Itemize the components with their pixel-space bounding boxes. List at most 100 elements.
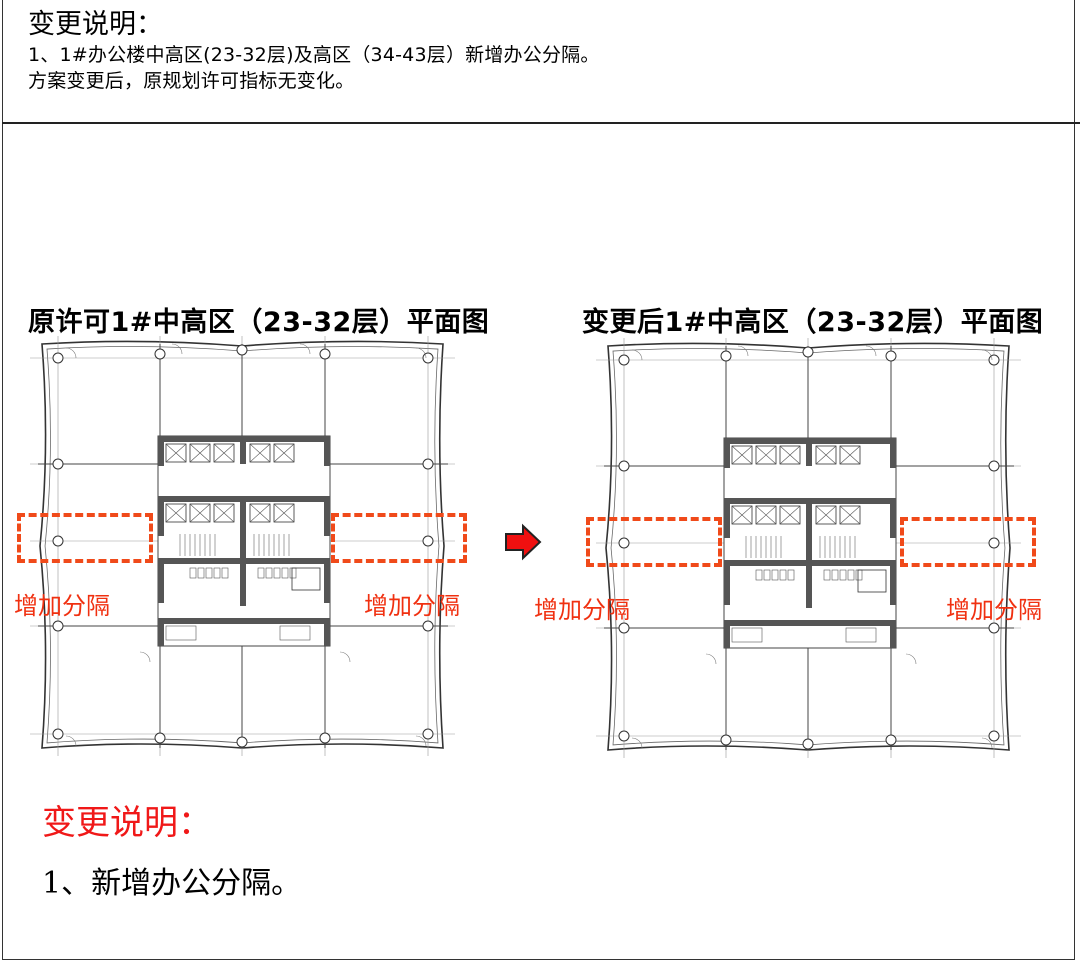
elevator-shaft [839, 505, 861, 525]
core-wall [158, 496, 164, 536]
structural-column [988, 622, 1000, 634]
elevator-shaft [755, 505, 777, 525]
toilet-stall [273, 567, 281, 579]
elevator-shaft [213, 503, 235, 523]
elevator-cross [249, 443, 271, 463]
door-swing [631, 737, 643, 749]
elevator-shaft [731, 445, 753, 465]
service-room [291, 567, 321, 591]
elevator-cross [779, 445, 801, 465]
structural-column [154, 348, 166, 360]
elevator-shaft [165, 503, 187, 523]
door-swing [865, 345, 877, 357]
elevator-shaft [249, 503, 271, 523]
structural-column [802, 346, 814, 358]
core-wall [158, 436, 164, 466]
structural-column [319, 348, 331, 360]
facade-inner-outline [610, 348, 1006, 746]
toilet-stall [257, 567, 265, 579]
structural-column [720, 350, 732, 362]
elevator-cross [273, 503, 295, 523]
core-wall [324, 436, 330, 466]
elevator-cross [213, 503, 235, 523]
toilet-stall [213, 567, 221, 579]
facade-inner-outline [44, 346, 440, 744]
structural-column [154, 732, 166, 744]
door-swing [415, 735, 427, 747]
toilet-stall [847, 569, 855, 581]
service-room [845, 627, 877, 643]
elevator-shaft [839, 445, 861, 465]
toilet-stall [763, 569, 771, 581]
structural-column [319, 732, 331, 744]
core-wall [724, 560, 730, 605]
elevator-shaft [731, 505, 753, 525]
elevator-shaft [189, 503, 211, 523]
structural-column [885, 350, 897, 362]
toilet-stall [839, 569, 847, 581]
core-wall [158, 618, 164, 646]
elevator-shaft [815, 505, 837, 525]
structural-column [618, 460, 630, 472]
elevator-shaft [213, 443, 235, 463]
structural-column [52, 535, 64, 547]
door-swing [65, 735, 77, 747]
elevator-cross [731, 505, 753, 525]
service-room [731, 627, 763, 643]
elevator-cross [213, 443, 235, 463]
door-swing [65, 347, 77, 359]
core-wall [724, 620, 896, 626]
added-partition-box-right-west [586, 517, 722, 567]
structural-column [236, 736, 248, 748]
door-swing [631, 349, 643, 361]
structural-column [802, 738, 814, 750]
core-wall [890, 438, 896, 468]
structural-column [422, 620, 434, 632]
elevator-shaft [755, 445, 777, 465]
added-partition-label: 增加分隔 [364, 592, 460, 620]
elevator-cross [165, 443, 187, 463]
toilet-stall [787, 569, 795, 581]
core-wall [158, 558, 164, 603]
core-wall [890, 498, 896, 538]
core-wall [324, 618, 330, 646]
door-swing [299, 343, 311, 355]
structural-column [422, 535, 434, 547]
notes-title: 变更说明： [42, 803, 212, 843]
structural-column [52, 728, 64, 740]
elevator-cross [755, 505, 777, 525]
right-arrow-icon [505, 523, 542, 561]
elevator-cross [731, 445, 753, 465]
header-title: 变更说明： [28, 9, 163, 40]
toilet-stall [265, 567, 273, 579]
toilet-stall [755, 569, 763, 581]
door-swing [981, 349, 993, 361]
header-line-1: 1、1#办公楼中高区(23-32层)及高区（34-43层）新增办公分隔。 [28, 44, 600, 66]
structural-column [618, 730, 630, 742]
original-plan-title: 原许可1#中高区（23-32层）平面图 [28, 307, 490, 338]
notes-item: 1、新增办公分隔。 [42, 866, 302, 901]
structural-column [422, 728, 434, 740]
elevator-cross [755, 445, 777, 465]
core-wall [724, 620, 730, 648]
facade-outline [39, 340, 445, 749]
elevator-shaft [815, 445, 837, 465]
structural-column [52, 620, 64, 632]
structural-column [618, 622, 630, 634]
toilet-stall [189, 567, 197, 579]
original-floor-plan [30, 336, 455, 756]
door-swing [705, 653, 717, 665]
elevator-cross [189, 503, 211, 523]
added-partition-box-left-west [17, 513, 153, 563]
added-partition-box-left-east [331, 513, 467, 563]
core-wall [324, 558, 330, 603]
core-wall [806, 438, 812, 466]
toilet-stall [205, 567, 213, 579]
revised-plan-title: 变更后1#中高区（23-32层）平面图 [582, 307, 1044, 338]
added-partition-label: 增加分隔 [14, 592, 110, 620]
toilet-stall [197, 567, 205, 579]
structural-column [988, 354, 1000, 366]
added-partition-label: 增加分隔 [946, 596, 1042, 624]
service-room [165, 625, 197, 641]
